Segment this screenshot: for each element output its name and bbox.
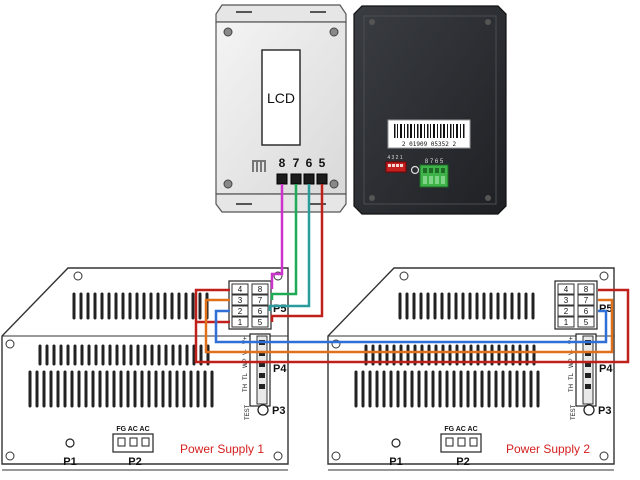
power-supply-2-title: Power Supply 2	[506, 442, 590, 456]
power-supply-2: 4 8 3 7 2 6 1 5 P5 V+ V- WP TL TH P4 TES…	[327, 267, 615, 471]
vent-slots-middle	[38, 344, 210, 366]
p3-test-port	[583, 404, 595, 416]
p5-pin-number: 5	[584, 318, 589, 327]
vent-slots-top	[72, 292, 209, 320]
test-label: TEST	[245, 404, 251, 420]
p5-pin-number: 5	[258, 318, 263, 327]
p5-pin-number: 2	[238, 307, 243, 316]
p5-pin-number: 1	[564, 318, 569, 327]
p5-pin-number: 7	[584, 296, 589, 305]
lcd-pin-number: 5	[319, 156, 326, 170]
lcd-pin-number: 8	[279, 156, 286, 170]
wire-blue-link	[214, 309, 608, 344]
p5-pin-number: 8	[258, 285, 263, 294]
p1-hole	[65, 438, 75, 448]
power-supply-1: 4 8 3 7 2 6 1 5 P5 V+ V- WP TL TH P4 TES…	[1, 267, 289, 471]
p5-pin-number: 3	[238, 296, 243, 305]
p5-connector-1: 4 8 3 7 2 6 1 5	[228, 280, 272, 330]
p1-label: P1	[389, 456, 402, 468]
controller-module: 2 01909 05352 2 4 3 2 1 8 7 6 5	[353, 5, 507, 215]
p4-pin-label: TL	[569, 372, 575, 380]
lcd-pin-number: 7	[293, 156, 300, 170]
dip-switch-numbers: 4 3 2 1	[387, 155, 403, 161]
p3-label: P3	[598, 405, 611, 417]
p4-label: P4	[273, 363, 287, 375]
p5-pin-number: 4	[238, 285, 243, 294]
terminal-numbers: 8 7 6 5	[425, 159, 444, 165]
barcode-label: 2 01909 05352 2	[387, 119, 471, 149]
p3-label: P3	[272, 405, 285, 417]
p2-label: P2	[128, 456, 141, 468]
test-label: TEST	[571, 404, 577, 420]
p5-pin-number: 6	[584, 307, 589, 316]
lcd-small-pins	[252, 160, 266, 172]
power-supply-1-title: Power Supply 1	[180, 442, 264, 456]
terminal-screw	[410, 165, 420, 175]
p4-pin-label: V+	[243, 336, 249, 344]
lcd-pin-number: 6	[306, 156, 313, 170]
p4-pin-label: TH	[243, 384, 249, 392]
p4-pin-label: V+	[569, 336, 575, 344]
wire-magenta	[270, 184, 284, 289]
lcd-window	[261, 49, 301, 146]
lcd-label: LCD	[267, 90, 295, 106]
wire-red-lcd	[270, 184, 324, 322]
barcode-text: 2 01909 05352 2	[402, 141, 457, 148]
p4-label: P4	[599, 363, 613, 375]
p5-pin-number: 3	[564, 296, 569, 305]
wiring	[194, 184, 630, 364]
vent-slots-top	[398, 292, 535, 320]
p4-pin-label: TH	[569, 384, 575, 392]
p5-pin-number: 4	[564, 285, 569, 294]
p5-pin-number: 7	[258, 296, 263, 305]
vent-slots-bottom	[354, 370, 540, 408]
p5-pin-number: 8	[584, 285, 589, 294]
p2-pin-labels: FG AC AC	[116, 426, 149, 433]
p5-pin-number: 2	[564, 307, 569, 316]
p4-pin-label: TL	[243, 372, 249, 380]
p5-connector-2: 4 8 3 7 2 6 1 5	[554, 280, 598, 330]
wire-red-link	[194, 288, 630, 364]
wire-teal	[268, 184, 311, 311]
p1-label: P1	[63, 456, 76, 468]
p5-pin-number: 1	[238, 318, 243, 327]
p5-pin-number: 6	[258, 307, 263, 316]
wire-green	[270, 184, 298, 300]
p2-pin-labels: FG AC AC	[444, 426, 477, 433]
lcd-module: LCD 8 7 6 5	[215, 4, 347, 213]
vent-slots-bottom	[28, 370, 214, 408]
wire-orange-link	[204, 298, 614, 354]
p2-label: P2	[456, 456, 469, 468]
p1-hole	[391, 438, 401, 448]
p3-test-port	[257, 404, 269, 416]
